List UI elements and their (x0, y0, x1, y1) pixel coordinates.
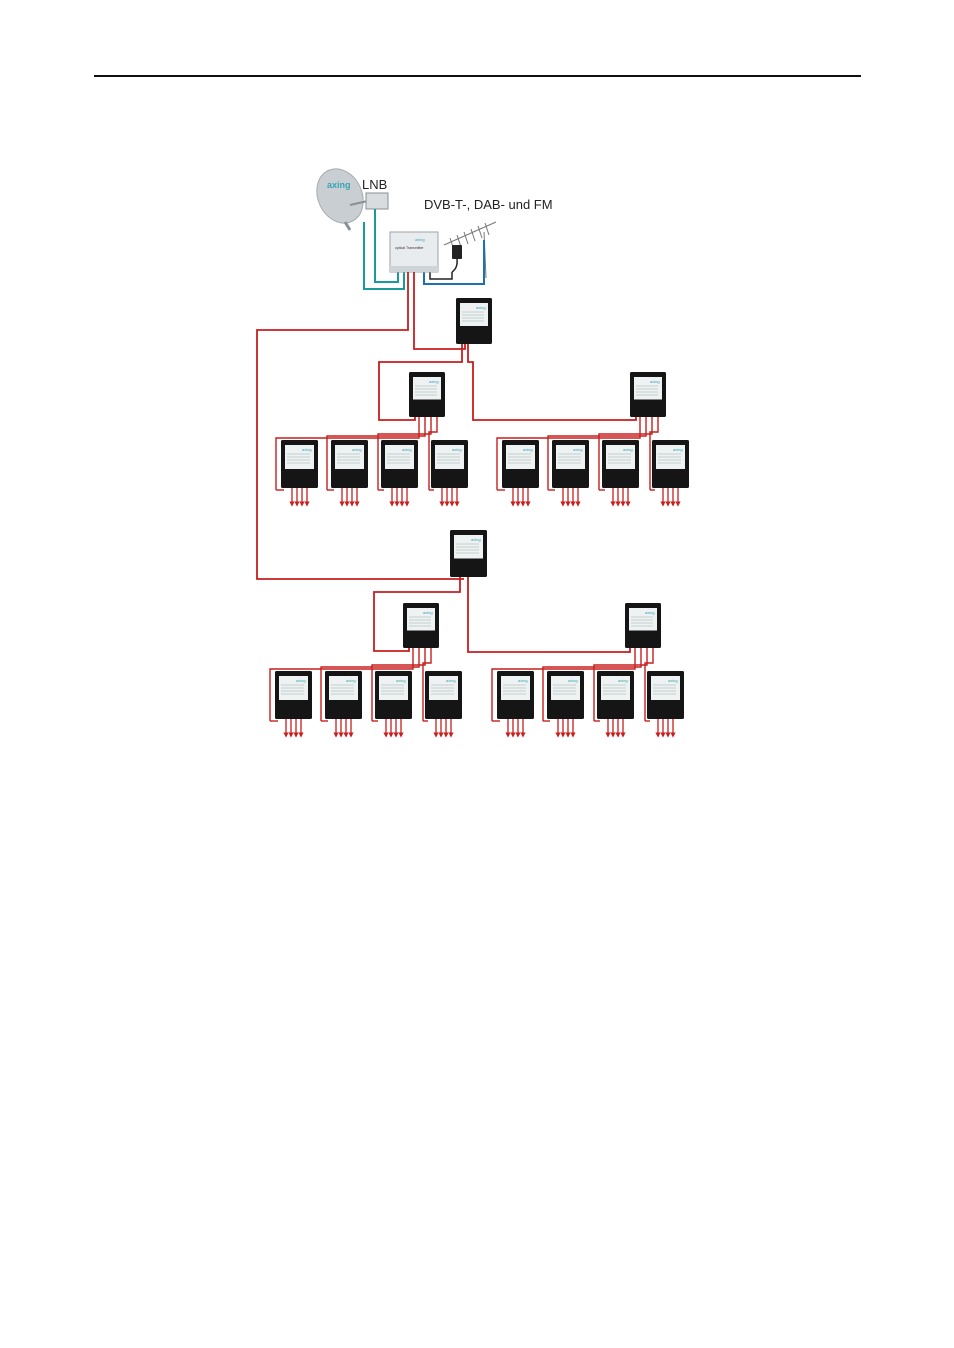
unit-logo: axing (645, 610, 655, 615)
unit-logo: axing (568, 678, 578, 683)
signal-cable (275, 417, 420, 490)
unit-logo: axing (573, 447, 583, 452)
signal-cable (593, 648, 648, 721)
unit-logo: axing (618, 678, 628, 683)
splitter-icon: axing (375, 671, 412, 719)
signal-cable (542, 648, 642, 721)
power-adapter-icon (451, 245, 462, 273)
signal-cable (644, 648, 654, 721)
splitter-icon: axing (331, 440, 368, 488)
signal-cable (649, 417, 659, 490)
unit-logo: axing (296, 678, 306, 683)
unit-logo: axing (523, 447, 533, 452)
signal-cable (326, 417, 426, 490)
signal-cable (371, 648, 426, 721)
unit-logo: axing (452, 447, 462, 452)
splitter-icon: axing (625, 603, 661, 648)
signal-cable (422, 648, 432, 721)
signal-cable (598, 417, 653, 490)
unit-logo: axing (423, 610, 433, 615)
unit-logo: axing (518, 678, 528, 683)
terrestrial-label: DVB-T-, DAB- und FM (424, 197, 553, 212)
unit-logo: axing (668, 678, 678, 683)
unit-logo: axing (346, 678, 356, 683)
unit-logo: axing (623, 447, 633, 452)
signal-cable (320, 648, 420, 721)
splitter-icon: axing (502, 440, 539, 488)
unit-logo: axing (302, 447, 312, 452)
splitter-icon: axing (409, 372, 445, 417)
unit-logo: axing (446, 678, 456, 683)
lnb-label: LNB (362, 177, 387, 192)
splitter-icon: axing (647, 671, 684, 719)
splitter-icon: axing (450, 530, 487, 577)
unit-logo: axing (650, 379, 660, 384)
transmitter-title: optical Transmitter (395, 246, 424, 250)
splitter-icon: axing (652, 440, 689, 488)
unit-logo: axing (402, 447, 412, 452)
splitter-icon: axing (403, 603, 439, 648)
splitter-network: axing axing axing axing axing axing axing axing… (269, 298, 689, 738)
splitter-icon: axing (381, 440, 418, 488)
signal-cable (496, 417, 641, 490)
splitter-icon: axing (547, 671, 584, 719)
splitter-icon: axing (431, 440, 468, 488)
splitter-icon: axing (275, 671, 312, 719)
unit-logo: axing (396, 678, 406, 683)
transmitter-icon: axing optical Transmitter (389, 231, 439, 273)
signal-cable (428, 417, 438, 490)
splitter-icon: axing (630, 372, 666, 417)
splitter-icon: axing (597, 671, 634, 719)
header-rule (94, 75, 861, 77)
dish-logo: axing (327, 180, 351, 190)
satellite-dish-icon: axing (316, 168, 364, 224)
yagi-antenna-icon (443, 221, 497, 279)
transmitter-logo: axing (415, 237, 425, 242)
unit-logo: axing (673, 447, 683, 452)
signal-cable (377, 417, 432, 490)
splitter-icon: axing (602, 440, 639, 488)
unit-logo: axing (476, 305, 486, 310)
unit-logo: axing (471, 537, 481, 542)
splitter-icon: axing (456, 298, 492, 344)
signal-cable (491, 648, 636, 721)
splitter-icon: axing (281, 440, 318, 488)
lnb-icon (343, 192, 389, 231)
splitter-icon: axing (425, 671, 462, 719)
splitter-icon: axing (325, 671, 362, 719)
unit-logo: axing (352, 447, 362, 452)
signal-cable (547, 417, 647, 490)
splitter-icon: axing (552, 440, 589, 488)
unit-logo: axing (429, 379, 439, 384)
splitter-icon: axing (497, 671, 534, 719)
signal-cable (269, 648, 414, 721)
